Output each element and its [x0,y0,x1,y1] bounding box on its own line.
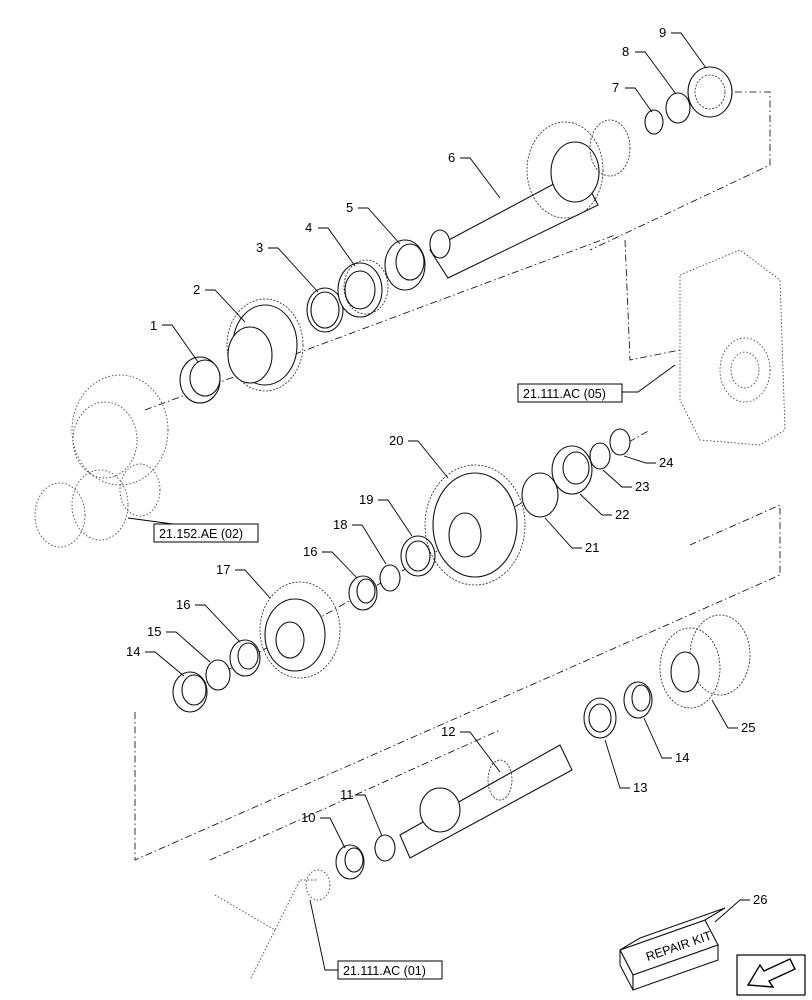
part-12-output-shaft[interactable] [399,744,573,859]
ref-box-gear-cluster[interactable]: 21.152.AE (02) [153,523,259,543]
part-9-bearing[interactable] [687,66,733,118]
callout-16-lower: 16 [176,597,190,612]
part-3-snap-ring[interactable] [306,287,344,333]
part-24-snap-ring[interactable] [609,428,631,456]
part-25-gear-pair[interactable] [659,614,751,709]
ref-box-housing[interactable]: 21.111.AC (05) [517,383,623,403]
part-21-snap-ring[interactable] [521,472,559,518]
part-11-ring[interactable] [374,834,396,862]
axis-lines [134,91,781,861]
part-10-bearing[interactable] [335,844,365,880]
callout-8: 8 [622,44,629,59]
callout-26: 26 [753,892,767,907]
part-14-bearing-left[interactable] [172,671,208,713]
part-1-bearing-ring[interactable] [179,356,221,404]
part-4-needle-bearing[interactable] [337,259,389,318]
callout-4: 4 [305,220,312,235]
ref-housing-label: 21.111.AC (05) [523,387,606,401]
part-16-bearing-lower[interactable] [229,639,261,677]
callout-25: 25 [741,720,755,735]
part-18-ring[interactable] [379,564,401,592]
part-2-gear-sleeve[interactable] [226,298,304,392]
callout-5: 5 [346,200,353,215]
callout-10: 10 [301,810,315,825]
callout-6: 6 [448,150,455,165]
callout-18: 18 [333,517,347,532]
part-17-coupler[interactable] [259,581,341,679]
part-23-ring[interactable] [589,442,611,470]
part-7-snap-ring[interactable] [644,109,664,135]
callout-20: 20 [389,433,403,448]
callout-1: 1 [150,318,157,333]
callout-14-left: 14 [126,644,140,659]
callout-9: 9 [659,25,666,40]
ref-box-lube-pipe[interactable]: 21.111.AC (01) [337,960,443,980]
callout-24: 24 [659,455,673,470]
callout-3: 3 [256,240,263,255]
callout-7: 7 [612,80,619,95]
callout-12: 12 [441,724,455,739]
ref-gear-cluster-label: 21.152.AE (02) [159,527,243,541]
callout-16-upper: 16 [303,544,317,559]
callout-22: 22 [615,507,629,522]
part-8-shim[interactable] [665,92,691,124]
repair-kit-box[interactable]: REPAIR KIT [619,907,726,991]
callout-11: 11 [340,787,354,802]
callout-21: 21 [585,540,599,555]
callout-14-right: 14 [675,750,689,765]
part-15-ring[interactable] [205,659,231,691]
part-20-gear[interactable] [424,464,526,586]
lube-pipe [214,869,331,981]
callout-13: 13 [633,780,647,795]
transmission-housing [679,249,786,446]
part-16-bearing-upper[interactable] [348,575,378,611]
leader-lines [127,32,750,971]
callout-labels: 1 2 3 4 5 6 7 8 9 10 11 12 13 14 14 15 1… [126,25,767,907]
arrow-down-left-icon[interactable] [736,954,806,996]
part-5-bearing[interactable] [384,239,426,291]
callout-23: 23 [635,479,649,494]
callout-2: 2 [193,282,200,297]
part-13-washer[interactable] [583,697,617,739]
part-6-shaft[interactable] [429,119,631,279]
part-19-washer[interactable] [400,535,436,577]
callout-17: 17 [216,562,230,577]
gear-cluster [34,374,169,548]
ref-lube-pipe-label: 21.111.AC (01) [343,964,426,978]
callout-15: 15 [147,624,161,639]
callout-19: 19 [359,492,373,507]
part-22-bearing[interactable] [551,445,593,495]
part-14-bearing-right[interactable] [623,681,653,719]
